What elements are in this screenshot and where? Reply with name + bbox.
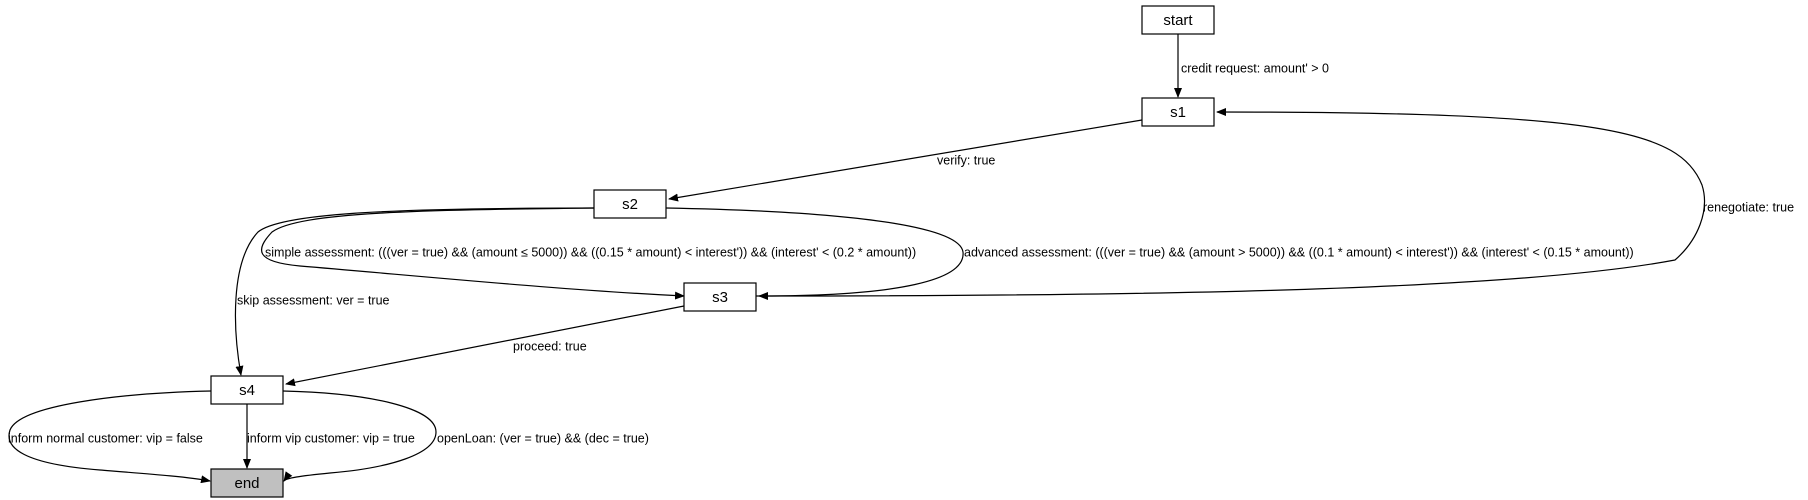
nodes: start s1 s2 s3 s4 end — [210, 5, 1215, 498]
edge-label-inform-vip: inform vip customer: vip = true — [247, 431, 415, 445]
edge-label-inform-normal: inform normal customer: vip = false — [8, 431, 203, 445]
edges — [8, 34, 1706, 484]
edge-labels: credit request: amount' > 0 verify: true s… — [8, 61, 1794, 445]
edge-label-verify: verify: true — [937, 153, 995, 167]
edge-skip-assessment — [234, 207, 599, 376]
node-start: start — [1141, 5, 1215, 35]
edge-label-open-loan: openLoan: (ver = true) && (dec = true) — [437, 431, 649, 445]
edge-simple-assessment — [260, 207, 685, 300]
node-box-start — [1141, 5, 1215, 35]
edge-verify — [668, 119, 1143, 202]
edge-renegotiate — [755, 108, 1706, 297]
node-s2: s2 — [593, 189, 667, 219]
node-box-s1 — [1141, 97, 1215, 127]
node-box-end — [210, 468, 284, 498]
edge-label-skip-assessment: skip assessment: ver = true — [237, 293, 390, 307]
node-label-start: start — [1163, 12, 1193, 29]
node-box-s3 — [683, 282, 757, 312]
node-label-s4: s4 — [239, 382, 255, 399]
node-box-s4 — [210, 375, 284, 405]
node-s1: s1 — [1141, 97, 1215, 127]
node-s4: s4 — [210, 375, 284, 405]
node-label-end: end — [234, 475, 259, 492]
node-box-s2 — [593, 189, 667, 219]
edge-label-advanced-assessment: advanced assessment: (((ver = true) && (… — [964, 245, 1634, 259]
edge-advanced-assessment — [665, 207, 964, 300]
edge-open-loan — [282, 390, 437, 482]
node-label-s1: s1 — [1170, 104, 1186, 121]
edge-label-renegotiate: renegotiate: true — [1703, 200, 1794, 214]
node-label-s3: s3 — [712, 289, 728, 306]
edge-inform-normal — [8, 390, 212, 484]
node-s3: s3 — [683, 282, 757, 312]
edge-label-simple-assessment: simple assessment: (((ver = true) && (am… — [265, 245, 916, 259]
edge-label-credit-request: credit request: amount' > 0 — [1181, 61, 1329, 75]
node-end: end — [210, 468, 284, 498]
node-label-s2: s2 — [622, 196, 638, 213]
edge-label-proceed: proceed: true — [513, 339, 587, 353]
edge-proceed — [285, 305, 685, 387]
